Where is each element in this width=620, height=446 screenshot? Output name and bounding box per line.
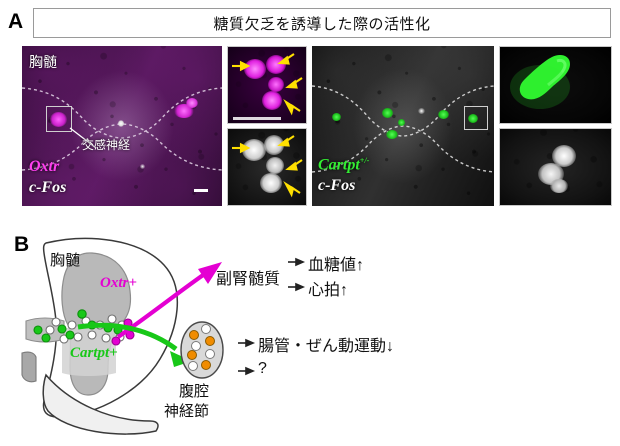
label-cartpt-text: Cartpt [318,156,360,174]
cfos-blob-4 [260,173,282,193]
oxtr-blob-2 [266,55,286,74]
cartpt-cell-1 [332,113,341,121]
panel-a-image-strip: 交感神経 胸髄 Oxtr c-Fos [22,46,612,206]
cartpt-cell-6 [468,114,478,123]
inset-roi[interactable] [464,106,488,130]
cfos-cell-right [418,108,425,114]
panel-b-diagram: 胸髄 Oxtr+ Cartpt+ 副腎髄質 腹腔 神経節 血糖値↑ 心拍↑ 腸管… [0,225,620,446]
label-celiac-ganglion-line1: 腹腔 [179,383,210,400]
label-celiac-ganglion-line2: 神経節 [164,403,210,420]
panel-a-letter: A [8,10,24,33]
cartpt-cell-5 [438,110,449,119]
outcome-intestinal-peristalsis: 腸管・ぜん動運動↓ [258,338,395,355]
label-cartpt: Cartpt+/- [318,156,369,174]
outcome-arrows [238,257,306,376]
cartpt-cell-4 [386,130,398,139]
oxtr-blob-1 [244,59,266,79]
cfos2-blob-3 [550,179,568,193]
micrograph-oxtr-cfos: 交感神経 胸髄 Oxtr c-Fos [22,46,222,206]
label-oxtr: Oxtr [29,158,60,175]
inset-arrows-oxtr [232,53,303,116]
scale-bar-inset [233,117,281,120]
inset-roi[interactable] [46,106,72,132]
cartpt-cell-3 [398,119,405,126]
outcome-heart-rate: 心拍↑ [308,282,349,299]
oxtr-cluster-left [50,112,67,127]
label-cartpt-superscript: +/- [359,156,370,165]
label-cartpt-plus: Cartpt+ [70,345,118,361]
panel-b-letter: B [14,233,30,256]
cfos-spot-center [118,120,124,127]
oxtr-cluster-right-2 [186,98,198,108]
inset-arrows-cfos [232,135,303,198]
label-oxtr-plus: Oxtr+ [100,275,137,291]
label-adrenal-medulla: 副腎髄質 [216,271,281,288]
outcome-blood-glucose: 血糖値↑ [308,257,365,274]
label-c-fos-left: c-Fos [29,179,67,196]
cartpt-projection-arrow [77,322,192,367]
cfos-blob-1 [242,139,266,161]
label-thoracic-cord-diagram: 胸髄 [50,252,81,269]
cartpt-cell-2 [382,108,393,118]
cfos2-blob-1 [552,145,576,167]
inset-cartpt-magnified [499,46,612,124]
callout-sympathetic-nerve: 交感神経 [82,138,131,152]
panel-a-title-box: 糖質欠乏を誘導した際の活性化 [33,8,611,38]
cartpt-inset-shape [510,55,570,109]
butterfly-outline [312,85,494,173]
label-c-fos-right: c-Fos [318,177,356,194]
inset-cfos-magnified-2 [499,128,612,206]
cfos-blob-2 [264,135,284,155]
panel-a-title: 糖質欠乏を誘導した際の活性化 [213,15,431,33]
celiac-ganglion [180,321,224,379]
spinal-cord-schematic [21,237,306,435]
oxtr-blob-4 [262,91,282,110]
callout-leader-line [69,127,97,149]
scale-bar-left [194,189,208,192]
butterfly-outline [22,87,222,171]
micrograph-cartpt-cfos: Cartpt+/- c-Fos [312,46,494,206]
label-thoracic-cord: 胸髄 [29,54,57,70]
inset-cfos-magnified-1 [227,128,307,206]
outcome-unknown: ? [258,360,267,377]
oxtr-blob-3 [268,77,284,92]
inset-oxtr-magnified [227,46,307,124]
cfos-spot-lower [140,164,145,169]
cfos-blob-3 [266,157,284,174]
